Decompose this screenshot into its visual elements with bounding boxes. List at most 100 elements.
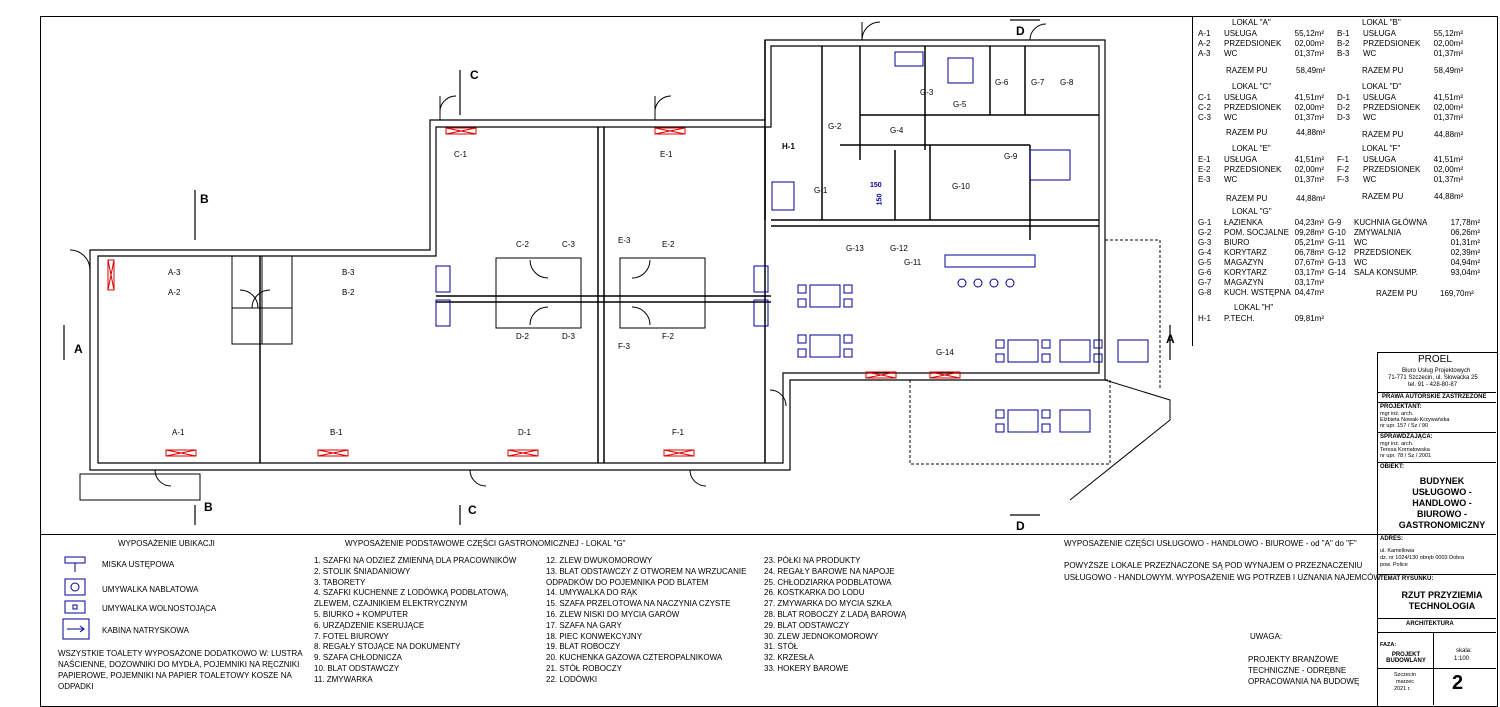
cell: WC xyxy=(1354,238,1368,247)
cell: KUCH. WSTĘPNA xyxy=(1224,288,1291,297)
room-label-g14: G-14 xyxy=(936,348,954,357)
room-label-f2: F-2 xyxy=(662,332,674,341)
cell: 17,78m² xyxy=(1450,218,1480,227)
cell: G-11 xyxy=(1328,238,1346,247)
legend-g-item: 16. ZLEW NISKI DO MYCIA GARÓW xyxy=(546,609,680,619)
cell: E-2 xyxy=(1198,165,1211,174)
legend-g-title: WYPOSAŻENIE PODSTAWOWE CZĘŚCI GASTRONOMI… xyxy=(345,539,626,548)
cell: WC xyxy=(1363,49,1377,58)
cell: 02,00m² xyxy=(1433,39,1463,48)
cell: A-1 xyxy=(1198,29,1211,38)
lokal-h-title: LOKAL "H" xyxy=(1234,303,1274,312)
cell: 07,67m² xyxy=(1294,258,1324,267)
legend-toilets-item-3: UMYWALKA WOLNOSTOJĄCA xyxy=(102,604,217,613)
cell: 01,37m² xyxy=(1294,49,1324,58)
section-mark-c-top: C xyxy=(470,68,479,82)
cell: G-12 xyxy=(1328,248,1346,257)
room-label-a3: A-3 xyxy=(168,268,181,277)
legend-g-col2: 12. ZLEW DWUKOMOROWY 13. BLAT ODSTAWCZY … xyxy=(546,556,746,686)
cell: PRZEDSIONEK xyxy=(1363,103,1421,112)
legend-g-item: 8. REGAŁY STOJĄCE NA DOKUMENTY xyxy=(314,642,461,652)
legend-g-item: 15. SZAFA PRZELOTOWA NA NACZYNIA CZYSTE xyxy=(546,599,731,609)
room-label-g6: G-6 xyxy=(995,78,1009,87)
legend-g-item: 7. FOTEL BIUROWY xyxy=(314,631,389,641)
company-name: PROEL xyxy=(1418,354,1452,365)
cell: PRZEDSIONEK xyxy=(1354,248,1412,257)
cell: 41,51m² xyxy=(1294,93,1324,102)
address-line-2: dz. nr 1024/130 obręb 0003 Dobra xyxy=(1380,555,1465,561)
legend-g-item: 26. KOSTKARKA DO LODU xyxy=(764,588,865,598)
drawing-title: RZUT PRZYZIEMIA TECHNOLOGIA xyxy=(1401,590,1483,611)
legend-divider xyxy=(40,534,1377,535)
cell: 93,04m² xyxy=(1450,268,1480,277)
cell: USŁUGA xyxy=(1363,93,1396,102)
tb-sep xyxy=(1377,402,1496,403)
company-line-3: tel. 91 - 428-80-87 xyxy=(1408,382,1458,388)
cell: WC xyxy=(1224,49,1238,58)
room-label-b2: B-2 xyxy=(342,288,355,297)
tb-sep xyxy=(1377,534,1496,535)
room-label-e1: E-1 xyxy=(660,150,673,159)
designer-label: PROJEKTANT: xyxy=(1380,404,1422,410)
room-label-g8: G-8 xyxy=(1060,78,1074,87)
cell: 02,00m² xyxy=(1433,103,1463,112)
cell: G-1 xyxy=(1198,218,1212,227)
lokal-e-title: LOKAL "E" xyxy=(1232,144,1271,153)
cell: P.TECH. xyxy=(1224,314,1255,323)
legend-g-item: 13. BLAT ODSTAWCZY Z OTWOREM NA WRZUCANI… xyxy=(546,566,747,576)
cell: C-1 xyxy=(1198,93,1211,102)
company-line-1: Biuro Usług Projektowych xyxy=(1402,368,1471,374)
scale-value: 1:100 xyxy=(1454,656,1470,662)
legend-g-item: 29. BLAT ODSTAWCZY xyxy=(764,620,850,630)
room-label-g7: G-7 xyxy=(1031,78,1045,87)
lokal-a-total: 58,49m² xyxy=(1296,66,1326,75)
cell: ZMYWALNIA xyxy=(1354,228,1402,237)
cell: PRZEDSIONEK xyxy=(1224,165,1282,174)
section-lines xyxy=(63,19,1171,525)
legend-g-item: 14. UMYWALKA DO RĄK xyxy=(546,588,638,598)
legend-g-item: 5. BIURKO + KOMPUTER xyxy=(314,609,409,619)
cell: PRZEDSIONEK xyxy=(1363,165,1421,174)
cell: SALA KONSUMP. xyxy=(1354,268,1418,277)
room-label-h1: H-1 xyxy=(782,142,795,151)
section-mark-a-right: A xyxy=(1166,332,1175,346)
cell: 04,47m² xyxy=(1294,288,1324,297)
legend-g-item: ZLEWEM, CZAJNIKIEM ELEKTRYCZNYM xyxy=(314,599,468,609)
furniture xyxy=(771,51,1149,433)
legend-g-col1: 1. SZAFKI NA ODZIEŻ ZMIENNĄ DLA PRACOWNI… xyxy=(314,556,516,686)
cell: F-1 xyxy=(1337,155,1349,164)
note-label: UWAGA: xyxy=(1250,632,1283,641)
tb-sep xyxy=(1377,392,1496,393)
checker-line-2: Teresa Kornatowska xyxy=(1380,447,1430,453)
cell: MAGAZYN xyxy=(1224,278,1264,287)
cell: WC xyxy=(1224,175,1238,184)
tb-sep xyxy=(1377,632,1496,633)
room-label-b3: B-3 xyxy=(342,268,355,277)
branch: ARCHITEKTURA xyxy=(1406,621,1454,627)
lokal-c-total-label: RAZEM PU xyxy=(1226,128,1268,137)
room-label-e2: E-2 xyxy=(662,240,675,249)
cell: KORYTARZ xyxy=(1224,268,1267,277)
legend-g-item: 33. HOKERY BAROWE xyxy=(764,663,849,673)
legend-g-item: 27. ZMYWARKA DO MYCIA SZKŁA xyxy=(764,599,892,609)
rights-note: PRAWA AUTORSKIE ZASTRZEŻONE xyxy=(1382,394,1487,400)
cell: 02,00m² xyxy=(1294,39,1324,48)
address-label: ADRES: xyxy=(1380,536,1404,542)
tb-sep xyxy=(1377,668,1496,669)
lokal-g-total: 169,70m² xyxy=(1440,289,1474,298)
legend-g-item: 11. ZMYWARKA xyxy=(314,674,373,684)
room-label-f1: F-1 xyxy=(672,428,684,437)
wc-core-ab xyxy=(231,255,293,345)
cell: 01,37m² xyxy=(1433,113,1463,122)
room-label-b1: B-1 xyxy=(330,428,343,437)
lokal-a-total-label: RAZEM PU xyxy=(1226,66,1268,75)
cell: 06,26m² xyxy=(1450,228,1480,237)
floor-plan xyxy=(63,19,1171,525)
address-line-1: ul. Kamellowa xyxy=(1380,548,1415,554)
tb-sep xyxy=(1377,574,1496,575)
designer-line-1: mgr inż. arch. xyxy=(1380,411,1414,417)
